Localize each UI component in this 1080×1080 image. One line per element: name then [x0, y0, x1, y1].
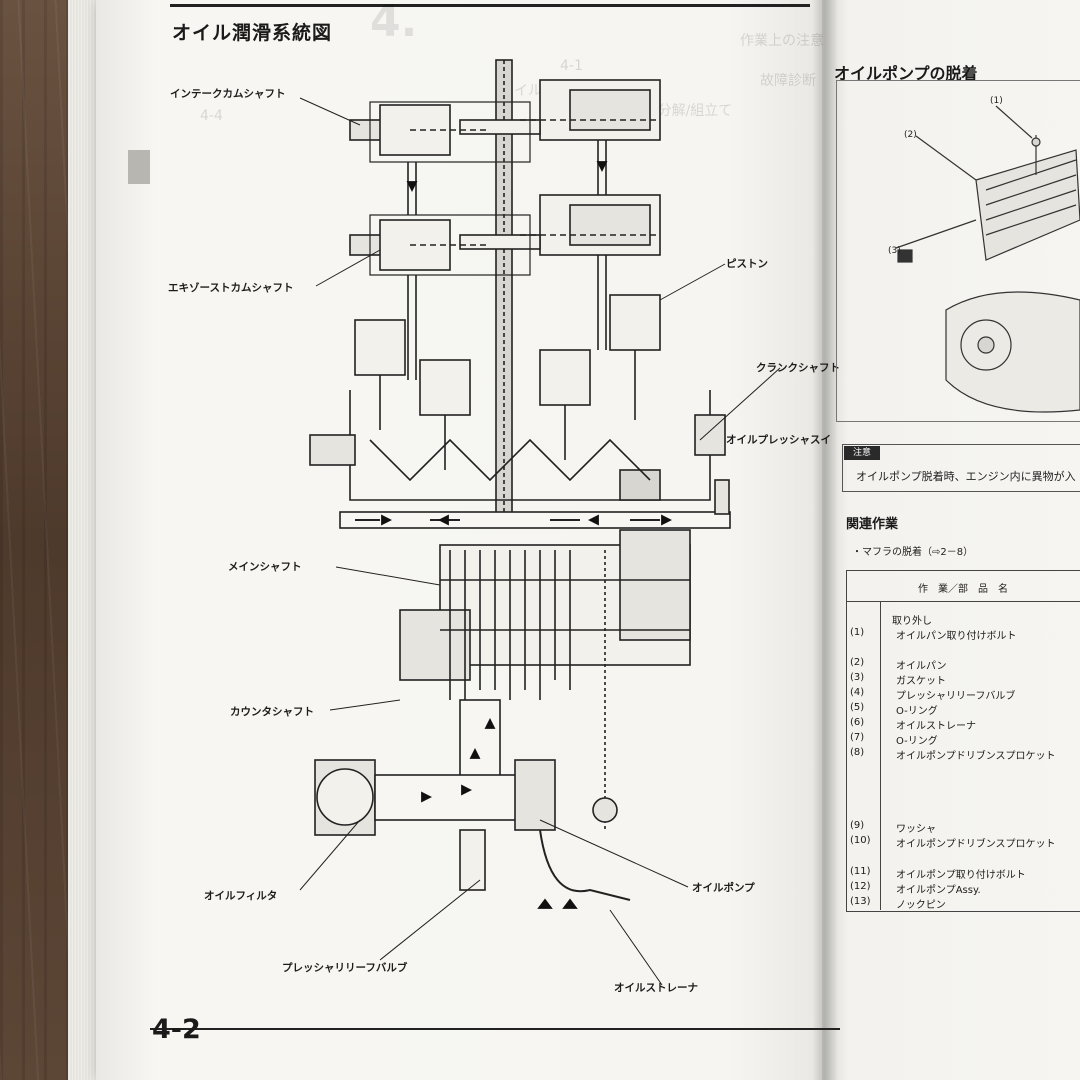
- footer-rule: [150, 1028, 840, 1030]
- row-part-name: O-リング: [896, 706, 938, 717]
- label-oil-filter: オイルフィルタ: [204, 890, 278, 902]
- row-number: (10): [850, 835, 871, 846]
- caution-label: 注意: [844, 446, 880, 460]
- row-number: (2): [850, 657, 865, 668]
- transmission: [399, 529, 691, 700]
- row-part-name: オイルポンプ取り付けボルト: [896, 870, 1026, 881]
- oil-pump-area: [314, 550, 631, 901]
- page-number: 4-2: [152, 1014, 201, 1045]
- main-oil-gallery: [339, 479, 731, 529]
- row-number: (1): [850, 627, 865, 638]
- row-part-name: オイルストレーナ: [896, 721, 976, 732]
- header-rule: [170, 4, 810, 7]
- table-section-removal: 取り外し: [892, 616, 932, 627]
- related-work-item: ・マフラの脱着（⇨2－8）: [852, 547, 974, 558]
- row-part-name: ノックピン: [896, 900, 946, 911]
- parts-table: [846, 570, 1080, 912]
- label-oil-pressure-switch: オイルプレッシャスイ: [726, 434, 831, 446]
- row-number: (11): [850, 866, 871, 877]
- label-piston: ピストン: [726, 258, 768, 270]
- row-part-name: ワッシャ: [896, 824, 936, 835]
- row-part-name: オイルポンプドリブンスプロケット: [896, 839, 1056, 850]
- caution-box: [842, 444, 1080, 492]
- row-number: (7): [850, 732, 865, 743]
- row-number: (3): [850, 672, 865, 683]
- oil-pan-figure: [895, 105, 1080, 413]
- intake-camshaft: [349, 79, 661, 163]
- caution-text: オイルポンプ脱着時、エンジン内に異物が入: [856, 470, 1076, 483]
- row-part-name: オイルパン: [896, 661, 947, 672]
- row-number: (8): [850, 747, 865, 758]
- label-oil-pump: オイルポンプ: [692, 882, 755, 894]
- show-through-text: 4-1: [560, 58, 583, 74]
- exhaust-camshaft: [349, 194, 661, 276]
- book-gutter: [812, 0, 838, 1080]
- row-number: (12): [850, 881, 871, 892]
- row-number: (6): [850, 717, 865, 728]
- label-exhaust-camshaft: エキゾーストカムシャフト: [168, 282, 294, 294]
- row-part-name: オイルポンプドリブンスプロケット: [896, 751, 1056, 762]
- show-through-text: 4-4: [200, 108, 223, 124]
- label-crankshaft: クランクシャフト: [756, 362, 840, 374]
- related-work-title: 関連作業: [846, 517, 899, 532]
- figure-callout-1: (1): [990, 96, 1003, 106]
- row-part-name: ガスケット: [896, 676, 946, 687]
- label-intake-camshaft: インテークカムシャフト: [170, 88, 286, 100]
- pistons: [354, 294, 661, 470]
- right-page-title: オイルポンプの脱着: [834, 64, 978, 83]
- label-pressure-relief-valve: プレッシャリリーフバルブ: [282, 962, 408, 974]
- row-part-name: オイルパン取り付けボルト: [896, 631, 1017, 642]
- lubrication-diagram: [309, 59, 731, 909]
- chapter-tab: [128, 150, 150, 184]
- row-part-name: プレッシャリリーフバルブ: [896, 691, 1016, 702]
- page-title: オイル潤滑系統図: [172, 22, 333, 44]
- show-through-text: 故障診断: [760, 73, 816, 89]
- oil-pan-figure-frame: [836, 80, 1080, 422]
- label-oil-strainer: オイルストレーナ: [614, 982, 698, 994]
- show-through-text: 作業上の注意: [740, 33, 824, 49]
- label-countershaft: カウンタシャフト: [230, 706, 314, 718]
- row-number: (5): [850, 702, 865, 713]
- left-page: [96, 0, 840, 1080]
- row-number: (13): [850, 896, 871, 907]
- row-part-name: O-リング: [896, 736, 938, 747]
- row-part-name: オイルポンプAssy.: [896, 885, 981, 896]
- row-number: (4): [850, 687, 865, 698]
- show-through-heading: 4.: [370, 0, 418, 47]
- table-divider: [846, 601, 1080, 602]
- flow-arrows: [381, 161, 673, 909]
- parts-table-header: 作 業／部 品 名: [918, 584, 1008, 595]
- row-number: (9): [850, 820, 865, 831]
- figure-callout-2: (2): [904, 130, 917, 140]
- label-mainshaft: メインシャフト: [228, 561, 302, 573]
- figure-callout-3: (3): [888, 246, 901, 256]
- table-column-divider: [880, 602, 881, 910]
